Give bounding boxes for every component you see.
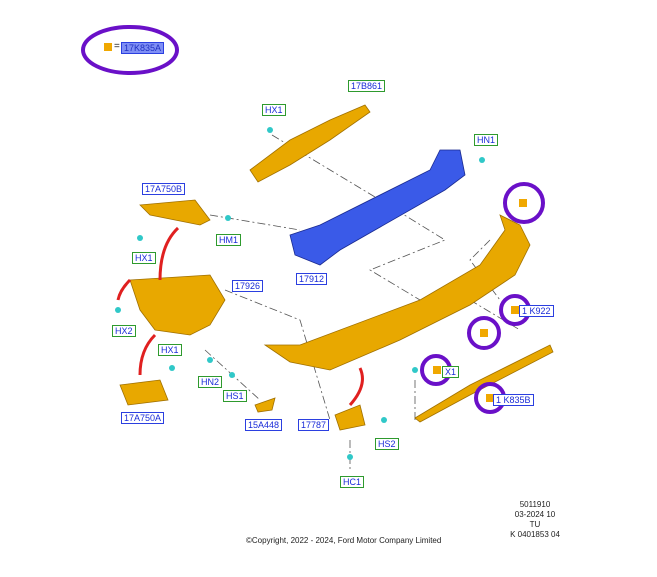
label-hx1[interactable]: X1 <box>442 366 460 378</box>
direction-arrows <box>116 226 364 407</box>
label-17A750B[interactable]: 17A750B <box>142 183 186 195</box>
bracket-17787 <box>334 404 366 431</box>
part-marker-icon <box>486 394 494 402</box>
label-k922[interactable]: 1 K922 <box>519 305 554 317</box>
part-marker-icon <box>104 43 112 51</box>
label-hs2[interactable]: HS2 <box>375 438 399 450</box>
legend-part-number[interactable]: 17K835A <box>121 42 165 54</box>
illustration-code: TU <box>529 520 541 529</box>
bracket-15A448 <box>254 397 276 413</box>
reinforcement-beam-17912 <box>289 149 466 266</box>
label-hn2[interactable]: HN2 <box>198 376 223 388</box>
label-hx2[interactable]: HX2 <box>112 325 136 337</box>
label-hm1[interactable]: HM1 <box>216 234 242 246</box>
illustration-date: 03-2024 10 <box>514 510 556 519</box>
label-k835b[interactable]: 1 K835B <box>493 394 534 406</box>
illustration-id: 5011910 <box>519 500 551 509</box>
bracket-17A750B <box>139 199 211 226</box>
label-hc1[interactable]: HC1 <box>340 476 365 488</box>
label-17912[interactable]: 17912 <box>296 273 328 285</box>
illustration-ref: K 0401853 04 <box>510 530 560 539</box>
label-17787[interactable]: 17787 <box>298 419 330 431</box>
label-17926[interactable]: 17926 <box>232 280 264 292</box>
part-marker-icon <box>433 366 441 374</box>
fasteners <box>115 127 485 460</box>
side-cover-17926 <box>129 274 226 336</box>
bracket-17A750A <box>119 379 169 406</box>
part-marker-icon <box>511 306 519 314</box>
part-marker-icon <box>519 199 527 207</box>
label-hx1[interactable]: HX1 <box>132 252 156 264</box>
label-hn1[interactable]: HN1 <box>474 134 499 146</box>
label-hx1[interactable]: HX1 <box>262 104 286 116</box>
bumper-cover <box>263 214 531 371</box>
part-marker-icon <box>480 329 488 337</box>
illustration-info: 5011910 03-2024 10 TU K 0401853 04 <box>500 500 570 540</box>
label-15A448[interactable]: 15A448 <box>245 419 283 431</box>
label-17B861[interactable]: 17B861 <box>348 80 386 92</box>
legend-equals: = <box>114 41 120 52</box>
upper-bracket-17B861 <box>249 104 371 183</box>
label-hx1[interactable]: HX1 <box>158 344 182 356</box>
label-hs1[interactable]: HS1 <box>223 390 247 402</box>
label-17A750A[interactable]: 17A750A <box>121 412 165 424</box>
copyright: ©Copyright, 2022 - 2024, Ford Motor Comp… <box>246 536 442 545</box>
